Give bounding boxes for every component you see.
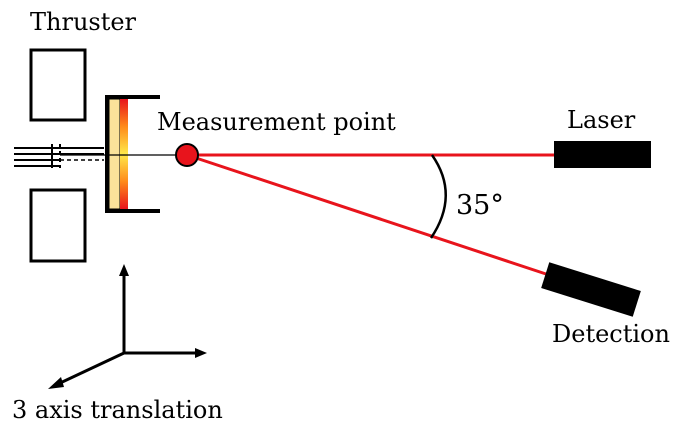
plasma-discharge-light [108, 98, 121, 210]
translation-label: 3 axis translation [12, 396, 223, 424]
laser-label: Laser [567, 106, 636, 134]
detection-label: Detection [552, 320, 670, 348]
angle-arc [429, 154, 447, 239]
laser-source [554, 141, 651, 168]
translation-axes [48, 264, 207, 389]
thruster-upper-coil [29, 48, 87, 122]
detector [541, 262, 641, 317]
angle-label: 35° [456, 190, 504, 221]
detection-beam [186, 153, 547, 276]
thruster-channel [105, 95, 160, 213]
plasma-discharge-glow [120, 99, 128, 209]
thruster-feed-lines [14, 144, 104, 168]
thruster-lower-coil [29, 188, 87, 263]
measurement-point-label: Measurement point [157, 108, 396, 136]
measurement-point-marker [175, 143, 199, 167]
thruster-label: Thruster [30, 8, 137, 36]
